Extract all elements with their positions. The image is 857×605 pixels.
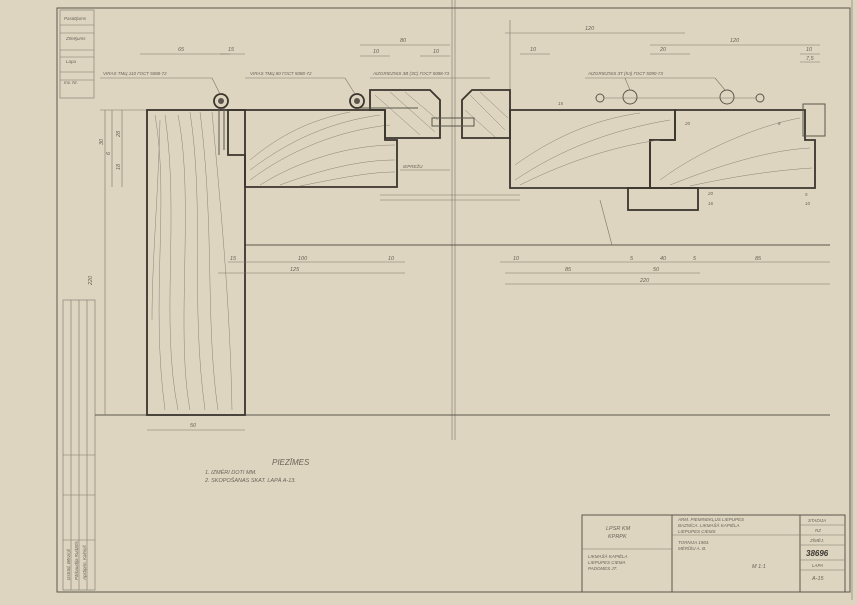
drawing-number-label: ZĪMĒJ. xyxy=(809,537,824,543)
dimension-label: 120 xyxy=(730,38,740,44)
org-code: KPRPK xyxy=(608,534,627,540)
notes: PIEZĪMES 1. IZMĒRI DOTI MM. 2. SKOPOŠANA… xyxy=(204,458,310,484)
drawing-frame xyxy=(56,7,851,593)
dimension-label: 15 xyxy=(558,101,564,106)
stadija-value: RZ xyxy=(815,528,821,533)
stamp-label: Inv. Nr. xyxy=(64,80,78,85)
dimension-label: 10 xyxy=(388,256,395,262)
callouts: VIRAS TMЦ 110 ГОСТ 5088-72 VIRAS TMЦ 80 … xyxy=(100,71,726,171)
dimension-label: 10 xyxy=(805,201,811,206)
callout-glass: IEPREŽU xyxy=(403,162,423,169)
subtitle-line: LIKMAŠĀ KAPIĒLA xyxy=(588,553,628,559)
hinge-icons xyxy=(213,89,765,155)
org-name: LPSR KM xyxy=(606,526,631,532)
dimension-label: 100 xyxy=(298,256,308,262)
dimension-label: 7,5 xyxy=(806,56,815,62)
dimension-label: 10 xyxy=(433,49,440,55)
dimension-label: 120 xyxy=(585,26,595,32)
dimension-label: 220 xyxy=(639,278,650,284)
scale: M 1:1 xyxy=(752,564,766,570)
dimension-label: 50 xyxy=(653,267,660,273)
description-line: LIEPUPES CIEMS xyxy=(678,529,716,534)
notes-title: PIEZĪMES xyxy=(272,458,310,467)
callout-weatherstrip: AIZGRIEZNIS ЗВ (ЗС) ГОСТ 5088-73 xyxy=(372,71,450,76)
callout-handle: AIZGRIEZNIS ЗТ (Кл) ГОСТ 5090-73 xyxy=(587,71,663,76)
dimension-label: 15 xyxy=(230,256,237,262)
left-stamp-strip: Pasūtījums Zīmējums Lapa Inv. Nr. Izstrā… xyxy=(59,9,96,591)
dimension-label: 65 xyxy=(178,47,185,53)
stamp-label: Lapa xyxy=(66,59,77,64)
date-line: TORNIJA 1983. xyxy=(678,540,710,545)
hinge-icon xyxy=(213,93,229,109)
dimension-label: 10 xyxy=(806,47,813,53)
stadija-label: STADIJA xyxy=(808,518,826,523)
dimension-label: 20 xyxy=(707,191,714,196)
signature-text: Izstrād. Bērziņš xyxy=(66,548,71,580)
stamp-label: Pasūtījums xyxy=(64,16,87,21)
dimension-label: 220 xyxy=(88,275,94,286)
dimension-label: 85 xyxy=(755,256,762,262)
signature-text: Pārbaudīja Rudzītis xyxy=(74,540,79,580)
author-line: MĒRĪŠU A. B. xyxy=(678,545,706,551)
dimension-label: 5 xyxy=(630,256,634,262)
dimension-label: 20 xyxy=(684,121,691,126)
stamp-label: Zīmējums xyxy=(65,36,86,41)
signature-text: Apstiprin. Kalniņš xyxy=(82,544,87,581)
dimension-label: 80 xyxy=(400,38,407,44)
dimension-label: 85 xyxy=(565,267,572,273)
dimension-label: 5 xyxy=(693,256,697,262)
hinge-icon xyxy=(349,93,365,109)
dimension-label: 8 xyxy=(778,121,781,126)
dimension-label: 10 xyxy=(373,49,380,55)
dimension-label: 18 xyxy=(116,163,122,170)
callout-hinge-left: VIRAS TMЦ 110 ГОСТ 5088-72 xyxy=(103,71,167,76)
dimension-label: 15 xyxy=(228,47,235,53)
description-line: ARM. PIEMINEKĻUS LIEPUPES xyxy=(677,517,744,522)
dimension-label: 28 xyxy=(116,130,122,138)
callout-hinge-mid: VIRAS TMЦ 80 ГОСТ 5088-72 xyxy=(250,71,312,76)
subtitle-line: PADOMES JT. xyxy=(588,566,618,571)
dimension-label: 40 xyxy=(660,256,667,262)
dimension-label: 50 xyxy=(190,423,197,429)
dimension-label: 5 xyxy=(805,192,808,197)
dimension-labels: 65 15 80 10 10 120 10 20 120 10 7,5 30 2… xyxy=(88,26,815,429)
jamb-post xyxy=(146,109,246,416)
dimension-label: 10 xyxy=(530,47,537,53)
sash-right xyxy=(509,103,826,211)
sheet-label: LAPA xyxy=(812,563,823,568)
description-line: BAZNĪCA. LIKMAŠĀ KAPIĒLA xyxy=(678,522,740,528)
dimension-label: 16 xyxy=(708,201,714,206)
dimension-label: 6 xyxy=(106,151,112,155)
dimension-label: 125 xyxy=(290,267,300,273)
construction-lines xyxy=(95,0,830,440)
dimension-label: 10 xyxy=(513,256,520,262)
note-item: 2. SKOPOŠANAS SKAT. LAPĀ A-13. xyxy=(204,477,296,484)
dimension-lines xyxy=(104,32,830,431)
dimension-label: 30 xyxy=(99,138,105,145)
sheet-value: A-15 xyxy=(811,576,825,582)
title-block: LPSR KM KPRPK LIKMAŠĀ KAPIĒLA LIEPUPES C… xyxy=(581,514,846,593)
subtitle-line: LIEPUPES CIEMA xyxy=(588,560,626,565)
drawing-number: 38696 xyxy=(806,549,829,558)
handle-icon xyxy=(719,89,735,105)
dimension-label: 20 xyxy=(659,47,667,53)
note-item: 1. IZMĒRI DOTI MM. xyxy=(205,469,257,476)
